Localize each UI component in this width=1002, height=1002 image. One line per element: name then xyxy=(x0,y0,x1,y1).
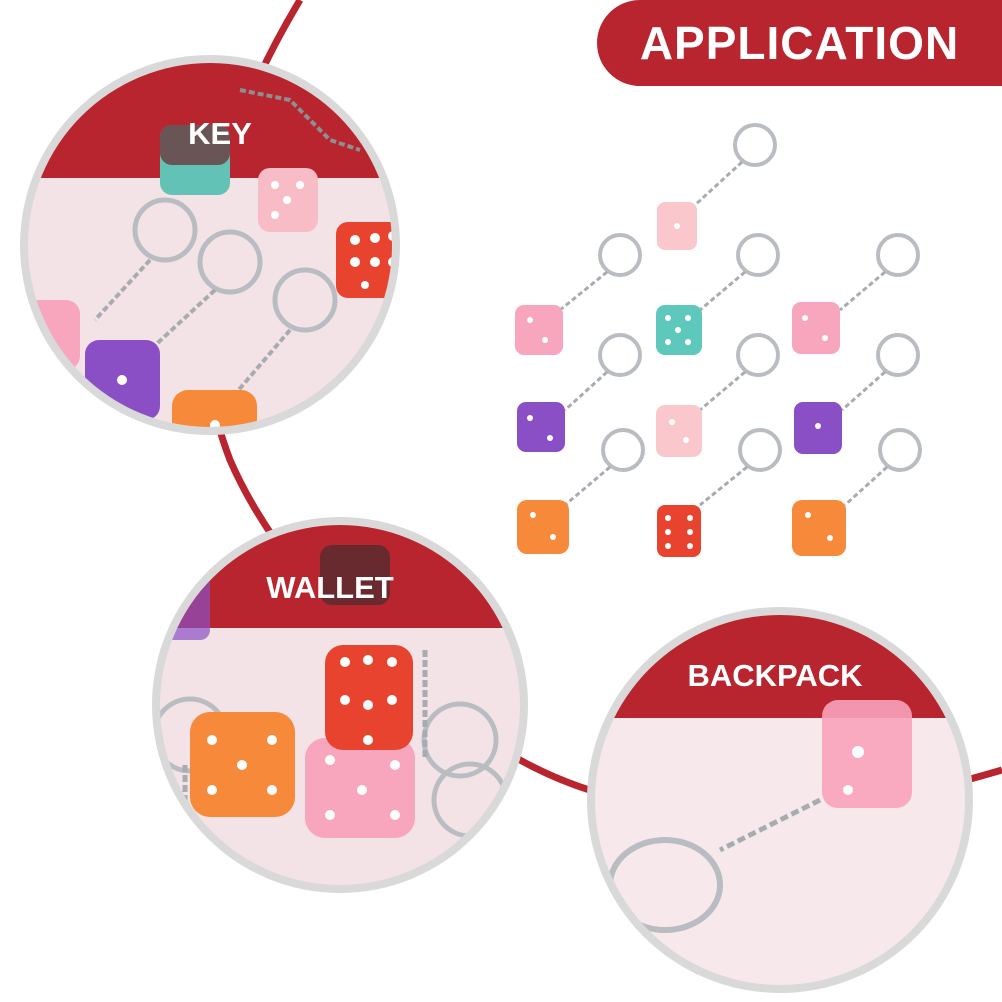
key-label: KEY xyxy=(188,116,252,151)
keychain-product-grid xyxy=(515,123,922,557)
wallet-photo xyxy=(152,517,528,893)
backpack-label: BACKPACK xyxy=(687,658,863,693)
backpack-photo xyxy=(587,607,973,993)
wallet-label: WALLET xyxy=(266,570,394,605)
banner-title: APPLICATION xyxy=(639,17,960,69)
key-photo xyxy=(20,55,400,435)
application-banner: APPLICATION xyxy=(597,0,1002,86)
